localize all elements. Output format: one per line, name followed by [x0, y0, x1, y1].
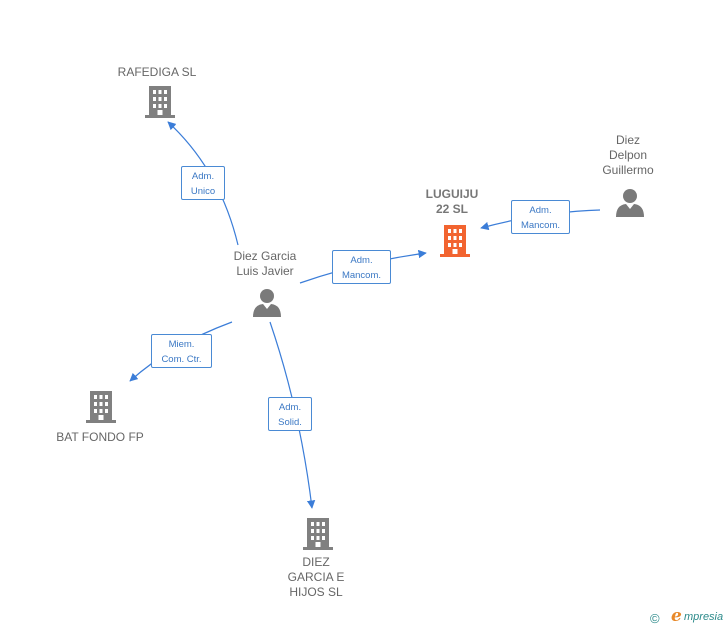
- node-label-rafediga[interactable]: RAFEDIGA SL: [117, 65, 197, 79]
- brand-logo-text: mpresia: [684, 611, 724, 623]
- copyright-symbol: ©: [650, 611, 660, 626]
- node-label-diez-garcia-luis[interactable]: Diez Garcia Luis Javier: [233, 249, 297, 278]
- node-label-luguiju[interactable]: LUGUIJU 22 SL: [425, 187, 479, 216]
- building-icon[interactable]: [84, 389, 118, 423]
- node-label-diez-garcia-hijos[interactable]: DIEZ GARCIA E HIJOS SL: [287, 555, 345, 599]
- node-label-diez-delpon[interactable]: Diez Delpon Guillermo: [602, 133, 654, 177]
- edge-label-to-luguiju: Adm. Mancom.: [332, 250, 391, 284]
- building-icon[interactable]: [143, 84, 177, 118]
- edge-label-to-bat-fondo: Miem. Com. Ctr.: [151, 334, 212, 368]
- person-icon[interactable]: [615, 187, 645, 217]
- edge-label-delpon-to-luguiju: Adm. Mancom.: [511, 200, 570, 234]
- edge-label-to-rafediga: Adm. Unico: [181, 166, 225, 200]
- building-icon-main[interactable]: [438, 223, 472, 257]
- building-icon[interactable]: [301, 516, 335, 550]
- person-icon[interactable]: [252, 287, 282, 317]
- edge-label-to-diez-garcia-hijos: Adm. Solid.: [268, 397, 312, 431]
- brand-logo-initial: e: [671, 606, 682, 626]
- node-label-bat-fondo[interactable]: BAT FONDO FP: [56, 430, 144, 444]
